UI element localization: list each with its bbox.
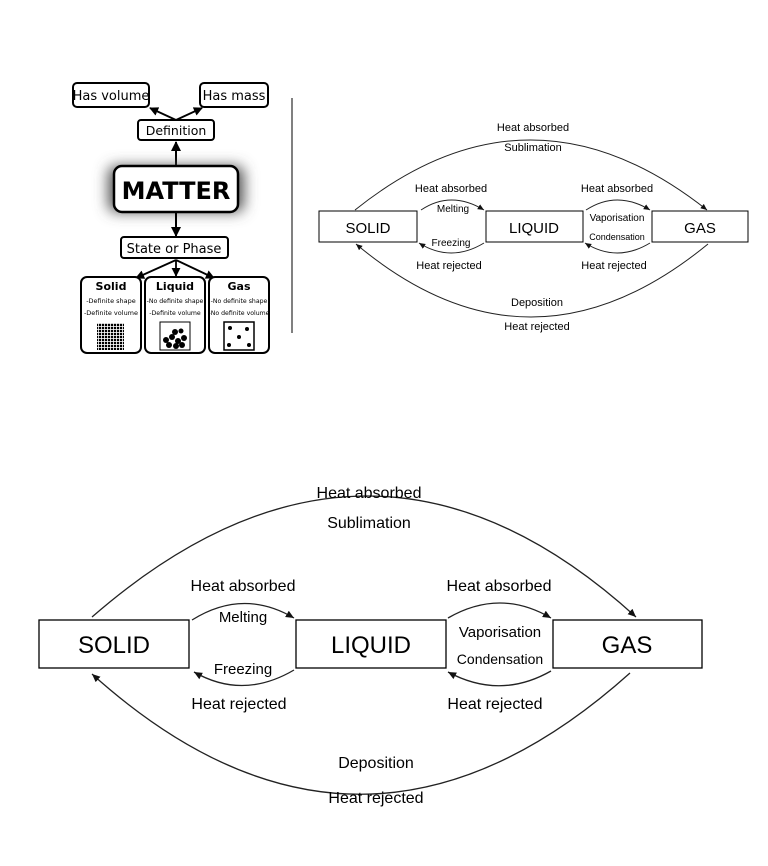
solid-box-large [38, 619, 190, 669]
liquid-card-title: Liquid [156, 280, 194, 293]
solid-box [318, 210, 418, 243]
cond-heat-text-large: Heat rejected [447, 696, 542, 713]
gas-particles [227, 326, 251, 347]
melting-arrow-large [191, 602, 295, 621]
definition-box [137, 119, 215, 141]
gas-box-large [552, 619, 703, 669]
gas-box [651, 210, 749, 243]
gas-card-title: Gas [228, 280, 251, 293]
bottom-heat-text: Heat rejected [504, 321, 569, 333]
melting-text-large: Melting [219, 609, 267, 626]
sublimation-arc [354, 139, 708, 211]
deposition-text: Deposition [511, 297, 563, 309]
freeze-heat-text: Heat rejected [416, 260, 481, 272]
freezing-text-large: Freezing [214, 661, 272, 678]
condensation-text-large: Condensation [457, 651, 543, 667]
deposition-text-large: Deposition [338, 755, 414, 772]
solid-prop-1: -Definite shape [86, 297, 136, 305]
freezing-arrow-large [193, 669, 295, 687]
solid-box-label: SOLID [345, 220, 390, 237]
definition-label: Definition [146, 123, 207, 138]
arrow-to-has-volume [149, 107, 177, 121]
condensation-text: Condensation [589, 232, 645, 242]
condensation-arrow [584, 242, 651, 254]
top-heat-text-large: Heat absorbed [317, 485, 422, 502]
gas-box-label-large: GAS [602, 632, 653, 659]
sublimation-text-large: Sublimation [327, 515, 411, 532]
has-mass-label: Has mass [203, 89, 266, 104]
solid-card [80, 276, 142, 354]
liquid-box [485, 210, 584, 243]
bottom-heat-text-large: Heat rejected [328, 790, 423, 807]
arrow-to-solid [135, 259, 177, 279]
vaporisation-arrow-large [447, 602, 552, 619]
has-volume-label: Has volume [73, 89, 150, 104]
vaporisation-text-large: Vaporisation [459, 624, 541, 641]
vaporisation-arrow [585, 199, 651, 211]
top-heat-text: Heat absorbed [497, 122, 569, 134]
freezing-text: Freezing [432, 238, 471, 249]
freeze-heat-text-large: Heat rejected [191, 696, 286, 713]
arrow-to-gas [175, 259, 215, 279]
solid-particles [97, 323, 124, 350]
gas-box-label: GAS [684, 220, 716, 237]
vap-heat-text: Heat absorbed [581, 183, 653, 195]
solid-box-label-large: SOLID [78, 632, 150, 659]
liquid-prop-1: -No definite shape [147, 298, 204, 305]
condensation-arrow-large [447, 670, 552, 687]
melting-text: Melting [437, 204, 469, 215]
liquid-box-label-large: LIQUID [331, 632, 411, 659]
liquid-box-label: LIQUID [509, 220, 559, 237]
gas-prop-1: -No definite shape [211, 298, 268, 305]
deposition-arc-large [91, 672, 631, 795]
arrow-to-has-mass [175, 107, 203, 121]
solid-card-title: Solid [96, 280, 127, 293]
liquid-prop-2: -Definite volume [149, 310, 201, 317]
gas-prop-2: -No definite volume [208, 310, 269, 317]
state-label: State or Phase [127, 242, 222, 257]
vaporisation-text: Vaporisation [590, 213, 645, 224]
phase-diagram-small: Heat absorbed Sublimation SOLID LIQUID G… [318, 122, 749, 333]
solid-prop-2: -Definite volume [84, 309, 138, 317]
state-box [120, 236, 229, 259]
matter-concept-map: Has volume Has mass Definition MATTER St… [72, 82, 270, 354]
freezing-arrow [418, 242, 485, 254]
sublimation-text: Sublimation [504, 142, 561, 154]
melt-heat-text: Heat absorbed [415, 183, 487, 195]
cond-heat-text: Heat rejected [581, 260, 646, 272]
melt-heat-text-large: Heat absorbed [191, 578, 296, 595]
melting-arrow [420, 199, 485, 211]
liquid-box-large [295, 619, 447, 669]
phase-diagram-large: Heat absorbed Sublimation SOLID LIQUID G… [38, 485, 703, 807]
has-volume-box [72, 82, 150, 108]
liquid-particles [163, 328, 187, 349]
matter-label: MATTER [122, 177, 231, 205]
deposition-arc [355, 243, 709, 318]
vap-heat-text-large: Heat absorbed [447, 578, 552, 595]
has-mass-box [199, 82, 269, 108]
sublimation-arc-large [91, 495, 637, 618]
